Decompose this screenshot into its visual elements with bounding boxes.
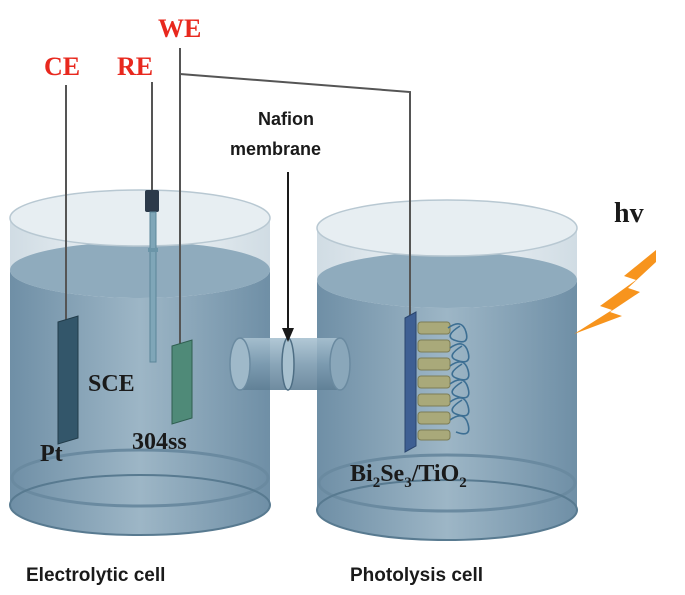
ce-label: CE: [44, 52, 81, 81]
right-cell-rim: [316, 199, 578, 257]
pt-label: Pt: [40, 441, 63, 467]
nanostructure-array: [417, 321, 451, 441]
light-bolt-icon: [574, 250, 656, 334]
nafion-label-line2: membrane: [230, 139, 322, 159]
we-label: WE: [158, 14, 202, 43]
membrane-arrow: [282, 172, 294, 342]
sce-label: SCE: [88, 371, 135, 397]
pt-electrode: [57, 85, 79, 445]
electrolytic-cell-caption: Electrolytic cell: [26, 565, 166, 586]
left-cell-bottom: [10, 448, 270, 508]
left-cell-rim: [9, 189, 271, 247]
photoanode: [404, 311, 470, 453]
left-cell-liquid: [10, 270, 270, 535]
connecting-tube: [229, 337, 351, 391]
hv-label: hv: [614, 198, 644, 229]
photolysis-cell-caption: Photolysis cell: [350, 565, 484, 586]
tio2-loops: [447, 323, 470, 435]
photoanode-label: Bi2Se3/TiO2: [350, 461, 467, 491]
right-cell-liquid: [317, 280, 577, 540]
right-cell-bottom: [317, 453, 577, 513]
nafion-label-line1: Nafion: [258, 109, 314, 129]
304ss-label: 304ss: [132, 429, 187, 455]
external-wire: [179, 73, 411, 320]
photolysis-cell: [316, 199, 578, 541]
we-electrode: [171, 48, 193, 425]
nafion-membrane: [281, 337, 295, 391]
left-liquid-surface: [10, 242, 270, 298]
sce-electrode: [145, 82, 159, 363]
re-label: RE: [117, 52, 154, 81]
right-liquid-surface: [317, 252, 577, 308]
